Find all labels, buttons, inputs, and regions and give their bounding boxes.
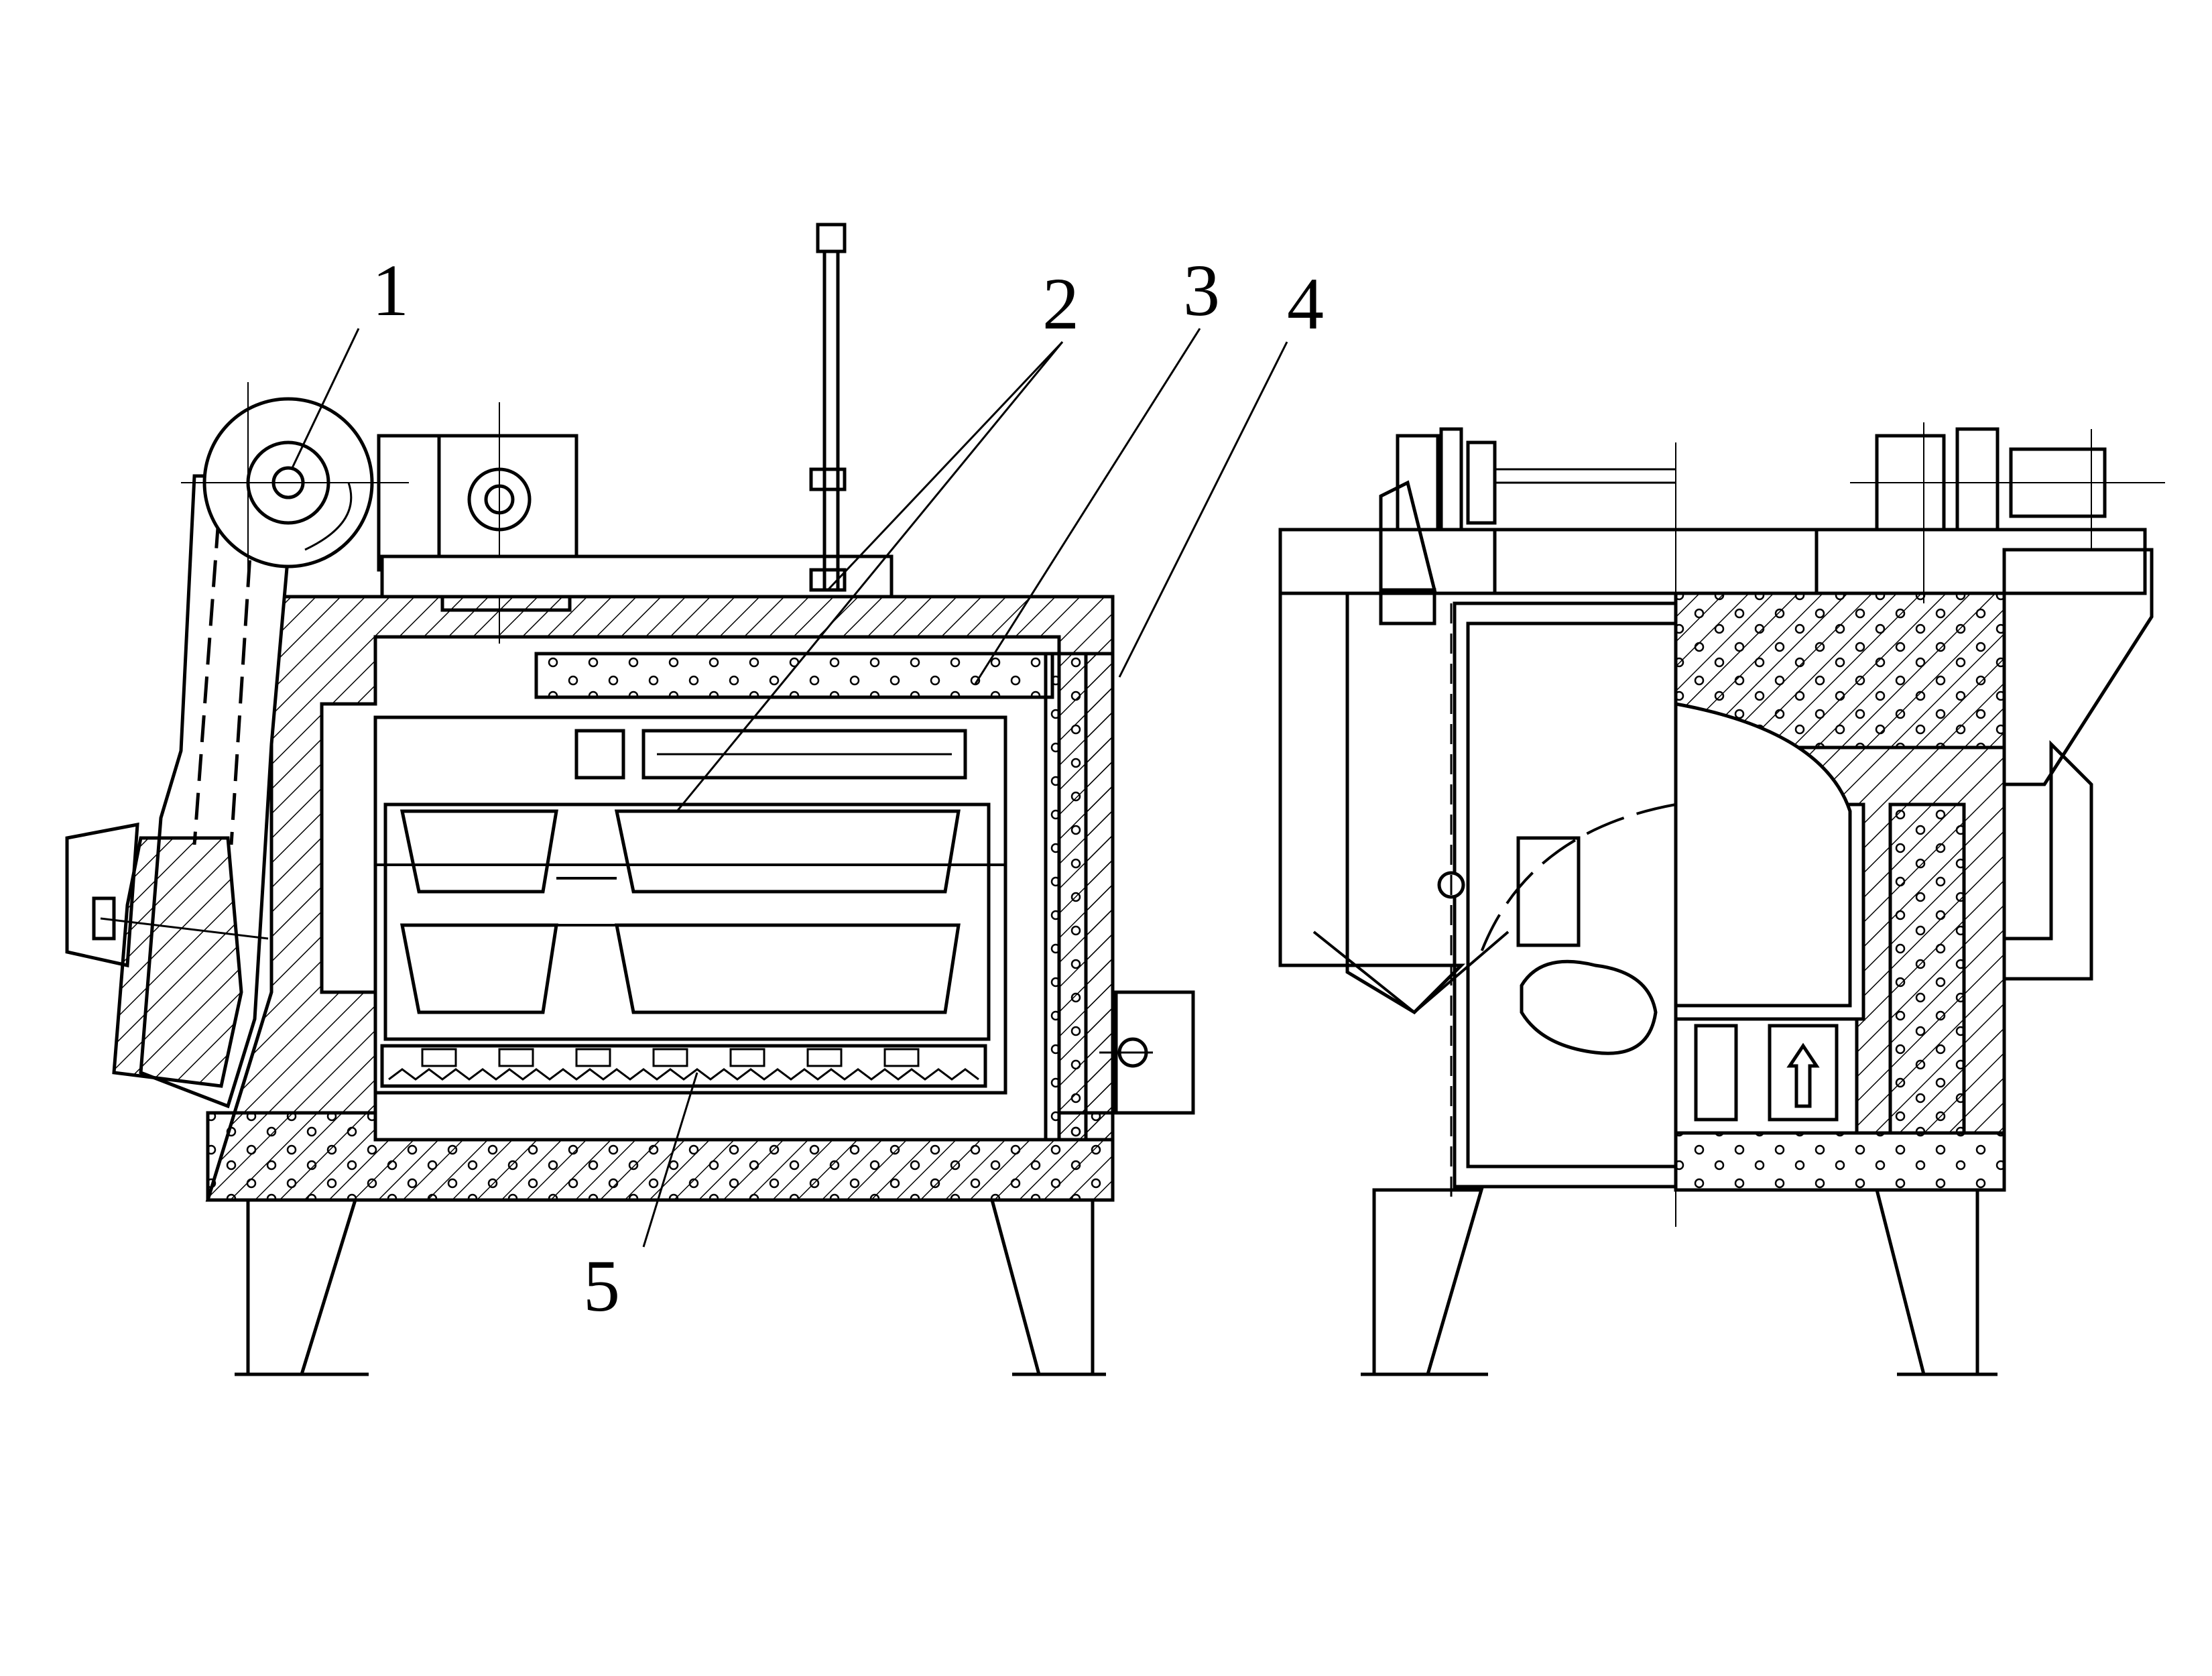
heater-rails — [574, 729, 967, 780]
leader-5 — [642, 1072, 698, 1248]
right-wall — [1084, 652, 1115, 1142]
leader-lines — [290, 328, 1288, 1248]
callout-5: 5 — [583, 1245, 620, 1327]
observation-box — [1516, 836, 1581, 947]
top-vent-rod — [809, 223, 847, 592]
callout-1: 1 — [372, 249, 409, 331]
inner-muffle — [383, 802, 991, 1041]
leader-2a — [826, 341, 1064, 591]
inner-door-frame — [1453, 601, 1678, 1189]
door-chain — [192, 482, 223, 845]
callout-4: 4 — [1287, 263, 1324, 345]
inner-insulation-top — [534, 652, 1054, 699]
top-drive-assembly — [1396, 422, 2165, 1227]
leader-2b — [676, 341, 1064, 812]
bottom-heating-element — [388, 1068, 979, 1081]
right-view-left-leg — [1372, 1188, 1484, 1376]
bottom-heater-tray — [380, 1044, 987, 1088]
oval-port — [1520, 959, 1658, 1055]
leader-4 — [1118, 341, 1288, 678]
right-side-plate — [2002, 548, 2154, 786]
right-view-right-leg — [1874, 1188, 1979, 1376]
door-hatched-frame — [112, 836, 243, 1088]
right-leg — [989, 1198, 1095, 1376]
bottom-heater-supports — [421, 1048, 920, 1067]
callout-labels: 1 2 3 4 5 — [372, 249, 1324, 1327]
left-outer-housing — [1278, 591, 1466, 1015]
door-bracket — [65, 822, 139, 968]
leader-1 — [290, 328, 360, 470]
gear-motor-body — [437, 434, 578, 572]
inner-insulation-right — [1044, 652, 1088, 1142]
heating-chamber — [373, 715, 1007, 1095]
workpiece-baskets — [375, 809, 1005, 1014]
left-section-view — [65, 223, 1195, 1376]
right-insulation-side — [1888, 802, 1966, 1135]
left-leg — [246, 1198, 358, 1376]
chamber-arc — [1675, 702, 1852, 1008]
right-section-view — [1278, 422, 2165, 1376]
callout-2: 2 — [1042, 263, 1079, 345]
leader-3 — [974, 328, 1201, 684]
callout-3: 3 — [1183, 249, 1220, 331]
top-cover — [1278, 528, 2147, 595]
lower-heater-blocks — [1674, 1017, 1859, 1135]
